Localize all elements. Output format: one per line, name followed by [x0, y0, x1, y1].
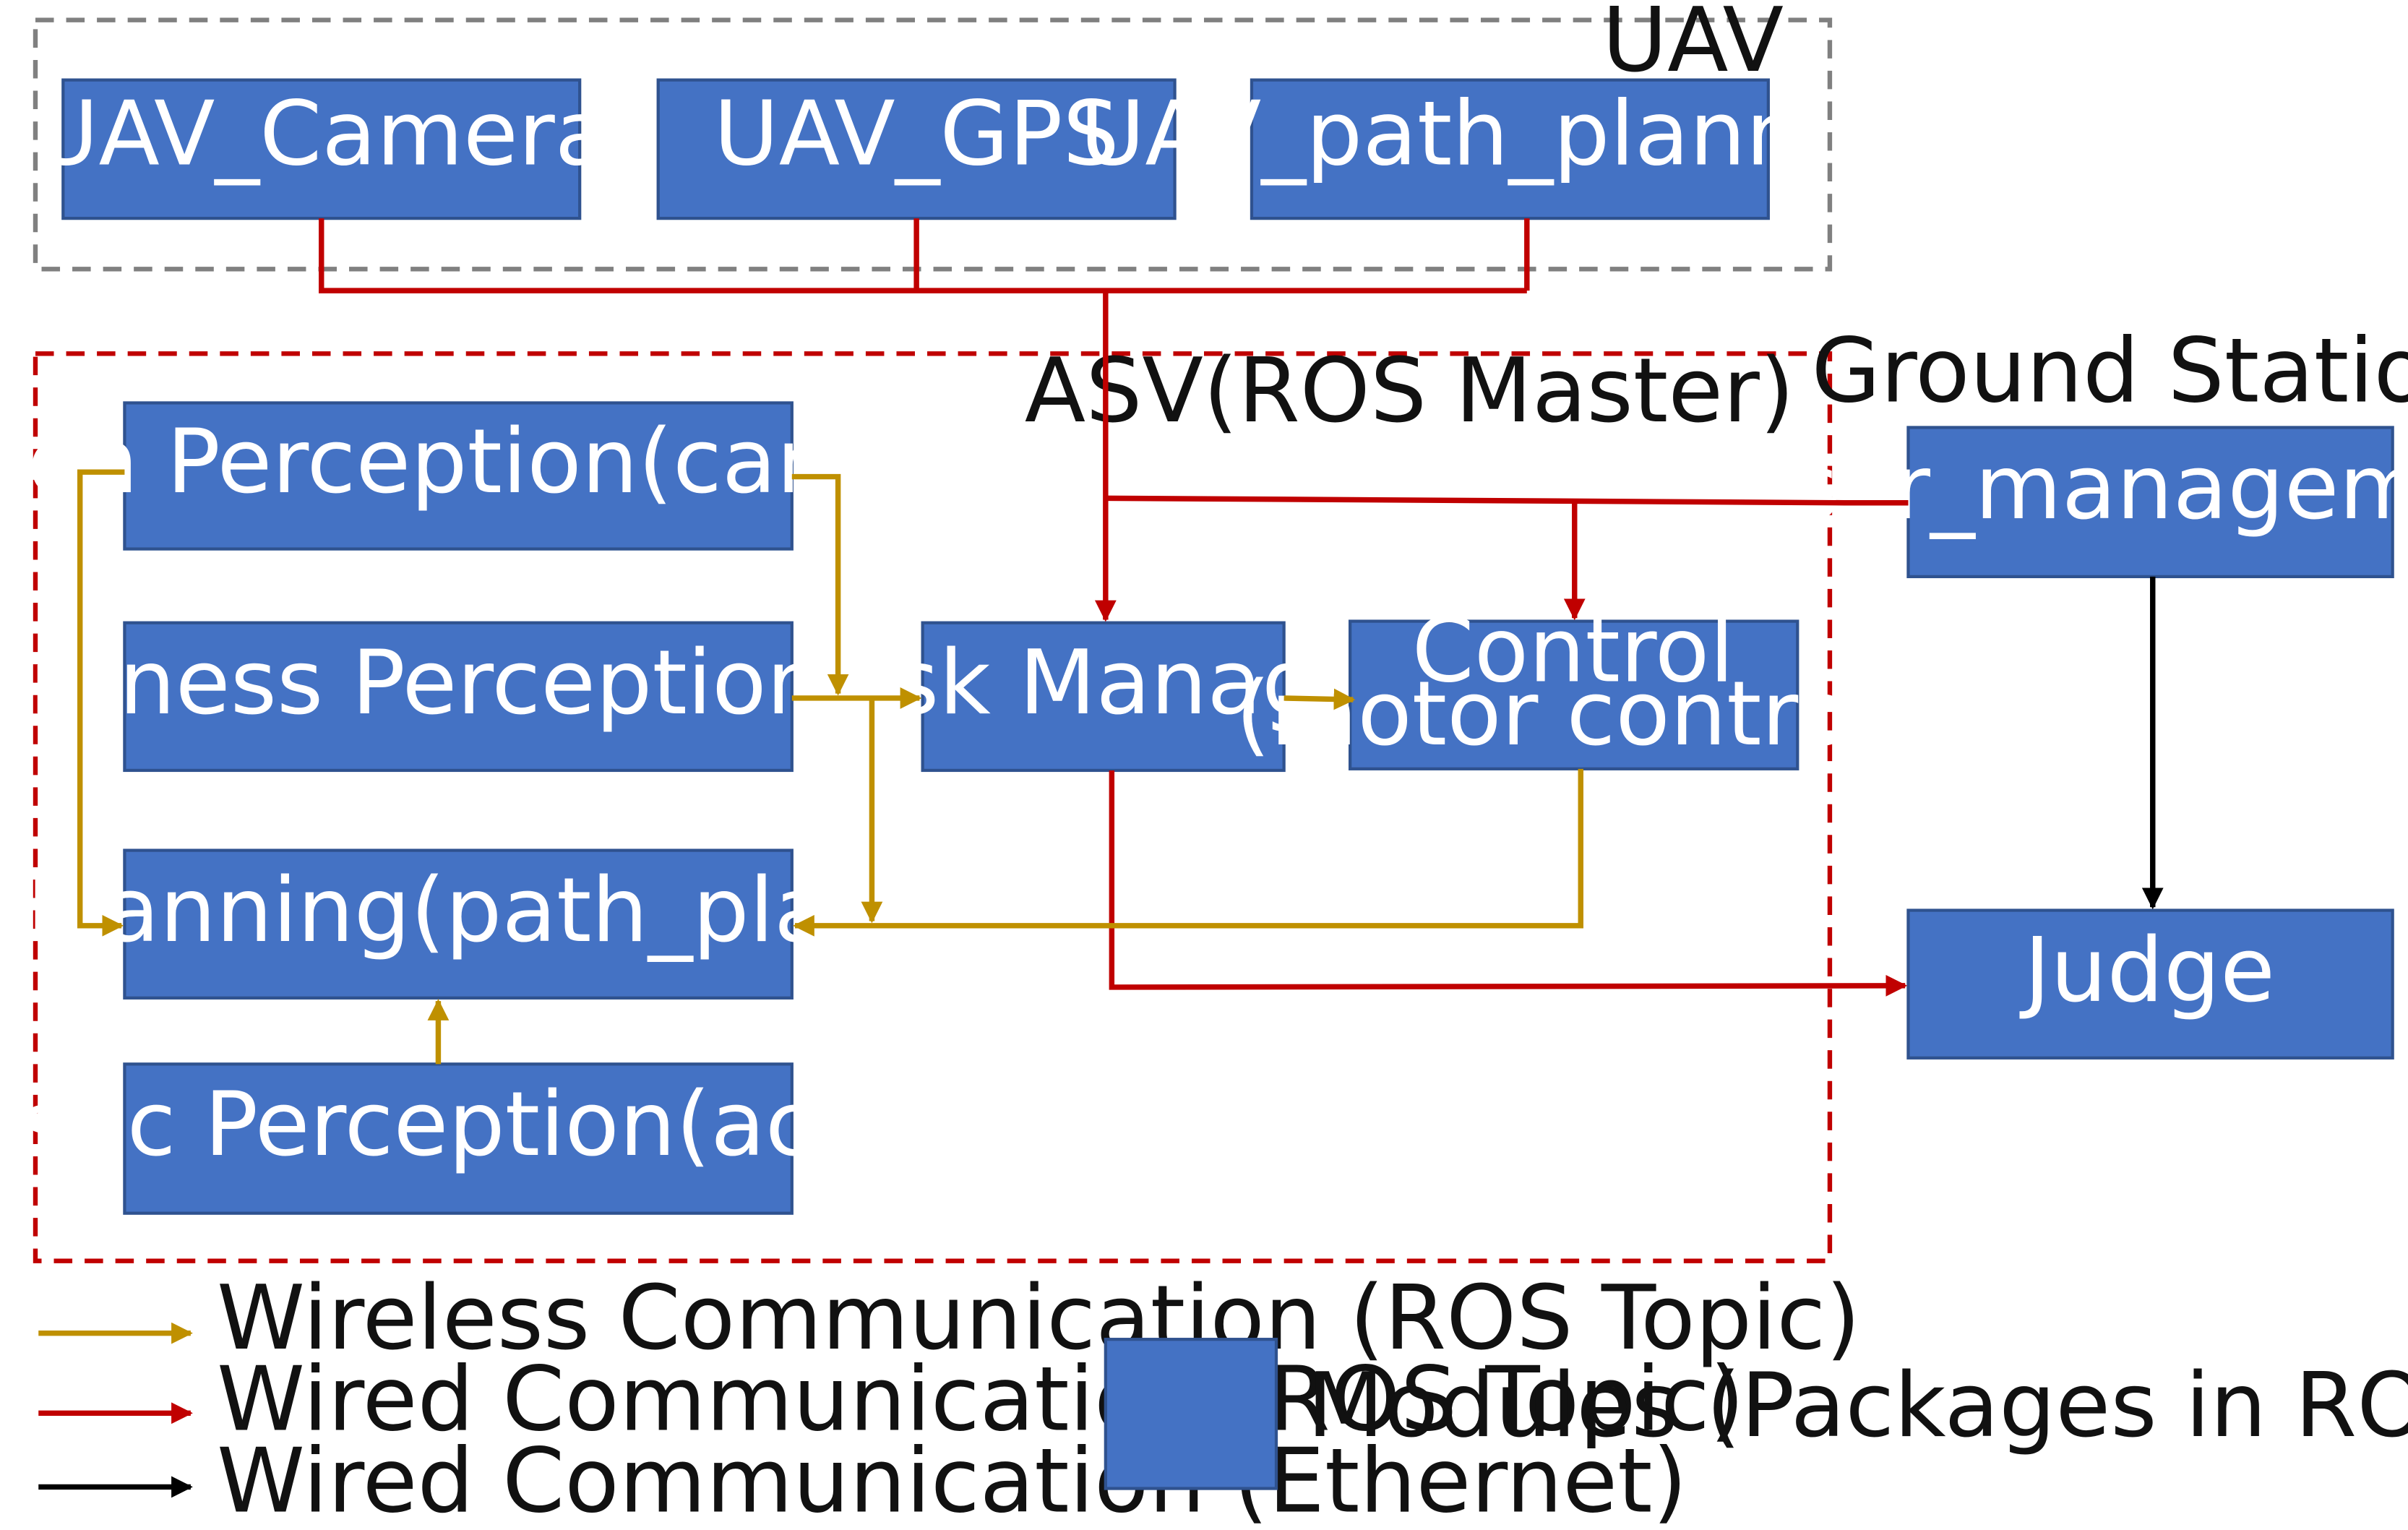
svg-text:UAV_Camera: UAV_Camera — [33, 82, 609, 186]
legend-wired-ethernet-label: Wired Communication (Ethernet) — [217, 1429, 1687, 1530]
svg-text:User_management: User_management — [1727, 436, 2408, 540]
module-uav-camera: UAV_Camera — [33, 78, 609, 220]
svg-text:UAV_GPS: UAV_GPS — [713, 82, 1119, 186]
wired-link-uav-bus — [319, 218, 1527, 293]
module-uav-gps: UAV_GPS — [656, 78, 1177, 220]
svg-text:Vision Perception(camera): Vision Perception(camera) — [0, 410, 1044, 514]
ground-station-label: Ground Station — [1811, 319, 2408, 423]
svg-text:Judge: Judge — [2019, 919, 2275, 1023]
module-vision-perception: Vision Perception(camera) — [0, 401, 1044, 551]
asv-group-label: ASV(ROS Master) — [1025, 339, 1794, 443]
legend-module-swatch — [1104, 1338, 1278, 1490]
legend-wireless-label: Wireless Communication (ROS Topic) — [217, 1266, 1860, 1370]
module-acoustic-perception: Acoustic Perception(acoustic) — [0, 1062, 1115, 1215]
svg-text:(motor control): (motor control) — [1236, 662, 1911, 766]
legend-wired-ros-label: Wired Communication (ROS Topic) — [217, 1348, 1745, 1452]
svg-text:Awareness Perception(GPS): Awareness Perception(GPS) — [0, 631, 1072, 735]
legend-modules-label: Modules (Packages in ROS) — [1307, 1354, 2408, 1458]
module-user-management: User_management — [1727, 426, 2408, 578]
svg-text:Task Manager: Task Manager — [798, 631, 1411, 735]
asv-group-boundary — [33, 351, 1833, 1263]
wireless-arrow-vision-to-path-planning — [77, 469, 125, 937]
module-control: Control (motor control) — [1236, 599, 1911, 770]
legend: Wireless Communication (ROS Topic) Wired… — [38, 1266, 2408, 1530]
wired-arrow-task-manager-to-judge — [1109, 770, 1908, 997]
module-awareness-perception: Awareness Perception(GPS) — [0, 621, 1072, 773]
svg-text:UAV_path_planning: UAV_path_planning — [1080, 82, 1940, 186]
uav-group-label: UAV — [1602, 0, 1784, 93]
module-task-manager: Task Manager — [798, 621, 1411, 773]
module-judge: Judge — [1906, 908, 2394, 1060]
svg-text:Acoustic Perception(acoustic): Acoustic Perception(acoustic) — [0, 1073, 1115, 1177]
wireless-arrow-control-to-path-planning — [793, 768, 1583, 937]
wireless-arrow-task-manager-to-control — [1283, 688, 1356, 710]
wired-link-user-management-bus — [1105, 495, 1909, 506]
uav-group-boundary — [33, 17, 1833, 272]
wireless-arrow-vision-to-task-manager — [791, 473, 849, 696]
svg-text:Path Planning(path_planning): Path Planning(path_planning) — [0, 859, 1114, 963]
module-path-planning: Path Planning(path_planning) — [0, 848, 1114, 1000]
module-uav-path-planning: UAV_path_planning — [1080, 78, 1940, 220]
